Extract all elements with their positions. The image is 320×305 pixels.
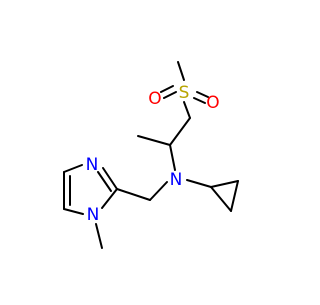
bond-c2-n3-b [97,171,112,192]
atom-o-left: O [148,89,161,109]
bond-c5-n1 [63,208,84,215]
bond-ch2-c2 [116,188,151,201]
bond-n1-methyl [95,223,103,249]
atom-n-amine: N [170,170,183,190]
bond-n-ch2 [149,181,168,201]
bond-ch-methyl [137,135,171,146]
bond-ch2-ch [169,117,191,146]
molecule-svg: S O O N N N [63,61,239,249]
bond-n-cyclopropyl [186,179,212,188]
bond-ch-n [169,144,176,171]
atoms: S O O N N N [86,83,220,225]
bond-s-methyl [177,61,185,81]
molecule-diagram: S O O N N N [63,61,239,249]
bond-c2-n3-a [102,167,118,190]
bond-s-o2-b [193,97,206,104]
atom-n-ring-top: N [86,155,99,175]
atom-s: S [179,83,190,103]
bond-cyclo-1 [210,180,239,188]
bond-cyclo-3 [210,186,232,212]
bond-cyclo-2 [230,180,239,212]
bond-s-o1-b [163,91,177,99]
bonds [63,61,239,249]
atom-n-ring-bottom: N [87,205,100,225]
bond-n1-c2 [101,188,118,209]
bond-n3-c4 [63,164,83,173]
bond-s-ch2 [183,101,191,119]
bond-s-o1-a [160,85,174,93]
atom-o-right: O [206,93,219,113]
bond-s-o2-a [196,91,209,98]
